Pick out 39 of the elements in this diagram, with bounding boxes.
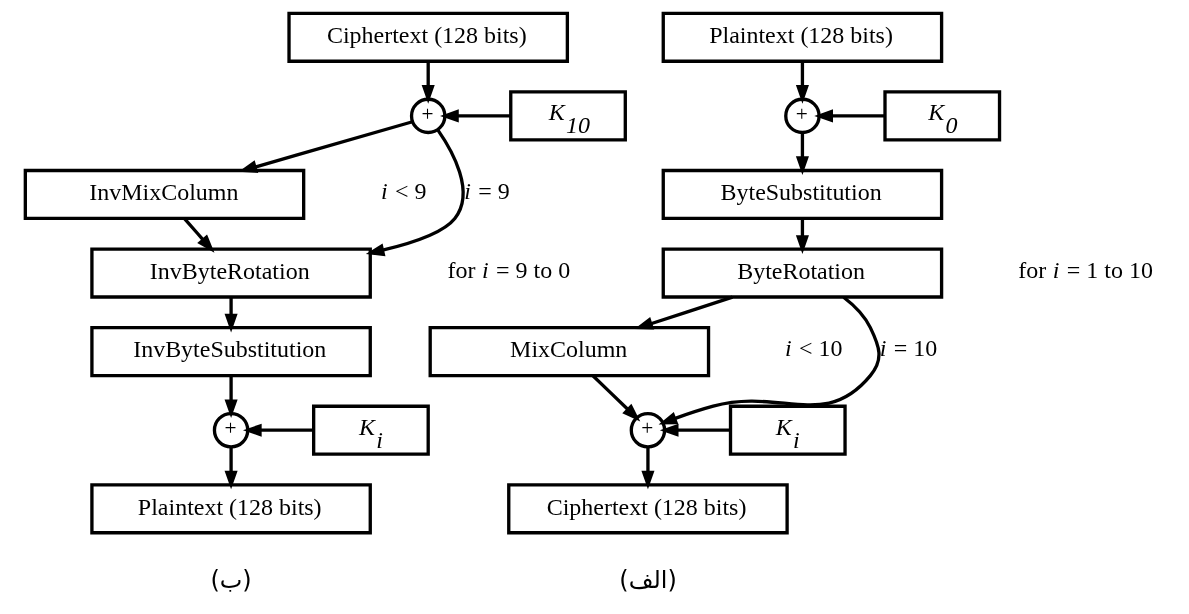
label: for i = 9 to 0 [447,256,570,283]
arrow [242,423,313,437]
node-box: Plaintext (128 bits) [661,11,943,63]
arrow [633,295,733,330]
label: (الف) [618,565,677,594]
node-box: Ciphertext (128 bits) [286,11,569,63]
node-box: ByteRotation [661,247,943,299]
node-box: Ciphertext (128 bits) [506,483,789,535]
arrow [591,374,640,422]
arrow [813,109,885,123]
edge-label: i = 10 [879,335,937,362]
arrow [658,295,881,425]
arrow [365,128,465,257]
arrow [640,446,654,490]
arrow [795,218,809,254]
node-box: InvMixColumn [23,168,305,221]
arrow [795,61,809,104]
node-circle: + [409,97,446,135]
arrow [439,109,510,123]
node-box: InvByteSubstitution [89,325,372,378]
arrow [659,423,730,437]
node-circle: + [629,411,666,449]
label: for i = 1 to 10 [1017,256,1153,283]
arrow [224,297,238,333]
label: i < 9 [380,177,426,204]
node-box: MixColumn [428,325,710,378]
arrow [224,446,238,490]
node-box: InvByteRotation [89,247,372,299]
arrow [224,375,238,419]
label: (ب) [209,565,252,594]
edge-label: i = 9 [463,177,510,204]
node-box: Plaintext (128 bits) [89,483,372,535]
node-box: ByteSubstitution [661,168,943,221]
node-circle: + [783,97,821,135]
arrow [182,217,214,253]
arrow [421,61,435,104]
label: i < 10 [784,335,843,362]
node-circle: + [212,411,249,449]
arrow [795,132,809,176]
